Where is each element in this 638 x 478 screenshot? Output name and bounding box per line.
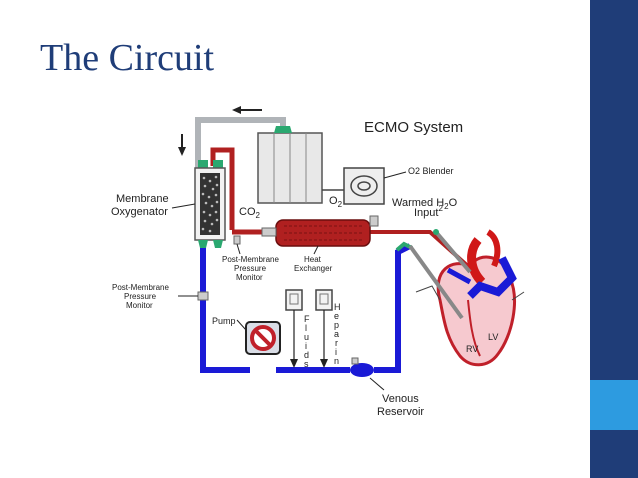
label-fluids: F l u i d s	[304, 314, 310, 369]
label-warmed-h2o: Warmed H2O	[392, 197, 458, 211]
label-membrane-oxygenator-line1: Membrane	[116, 193, 169, 205]
svg-text:H: H	[334, 302, 341, 312]
label-post-membrane-a-line1: Post-Membrane	[222, 255, 279, 264]
label-venous-reservoir-line1: Venous	[382, 393, 419, 405]
label-post-membrane-b-line2: Pressure	[124, 292, 157, 301]
svg-text:l: l	[305, 323, 307, 333]
svg-text:a: a	[334, 329, 339, 339]
label-o2: O2	[329, 195, 343, 209]
label-lv: LV	[488, 332, 498, 342]
svg-text:p: p	[334, 320, 339, 330]
label-venous-reservoir-line2: Reservoir	[377, 406, 424, 418]
flow-arrow-down-icon	[178, 134, 186, 156]
label-heat-exchanger-line2: Exchanger	[294, 264, 333, 273]
gas-cartridge	[257, 126, 323, 204]
heparin-bag-icon	[315, 289, 333, 368]
venous-line-right	[374, 243, 412, 373]
venous-reservoir	[350, 357, 385, 391]
svg-text:r: r	[335, 338, 338, 348]
label-pump: Pump	[212, 316, 236, 326]
label-rv: RV	[466, 344, 478, 354]
iv-bag-icon	[285, 289, 303, 368]
svg-text:e: e	[334, 311, 339, 321]
svg-text:n: n	[334, 356, 339, 366]
slide-title: The Circuit	[40, 37, 215, 79]
label-post-membrane-b-line1: Post-Membrane	[112, 283, 169, 292]
sidebar-accent-decoration	[590, 380, 638, 430]
svg-text:d: d	[304, 350, 309, 360]
label-post-membrane-a-line3: Monitor	[236, 273, 263, 282]
diagram-heading: ECMO System	[364, 119, 463, 136]
membrane-oxygenator	[194, 160, 226, 248]
label-membrane-oxygenator-line2: Oxygenator	[111, 206, 168, 218]
label-o2-blender: O2 Blender	[408, 166, 454, 176]
label-heparin: H e p a r i n	[334, 302, 341, 366]
svg-text:i: i	[335, 347, 337, 357]
flow-arrow-icon	[232, 106, 262, 114]
label-post-membrane-a-line2: Pressure	[234, 264, 267, 273]
label-post-membrane-b-line3: Monitor	[126, 301, 153, 310]
venous-line-left	[200, 248, 250, 373]
label-input: Input2	[414, 204, 443, 219]
arterial-line-upper	[210, 147, 235, 230]
pressure-tap-b	[197, 291, 209, 301]
svg-text:F: F	[304, 314, 310, 324]
pressure-tap-a	[233, 235, 241, 245]
o2-blender	[322, 167, 407, 205]
label-heat-exchanger-line1: Heat	[304, 255, 322, 264]
svg-text:u: u	[304, 332, 309, 342]
svg-text:s: s	[304, 359, 309, 369]
svg-text:i: i	[305, 341, 307, 351]
label-co2: CO2	[239, 206, 261, 220]
pump	[236, 319, 281, 355]
heart-icon	[408, 229, 525, 367]
heat-exchanger	[261, 215, 379, 247]
no-entry-pump-icon	[250, 325, 276, 351]
